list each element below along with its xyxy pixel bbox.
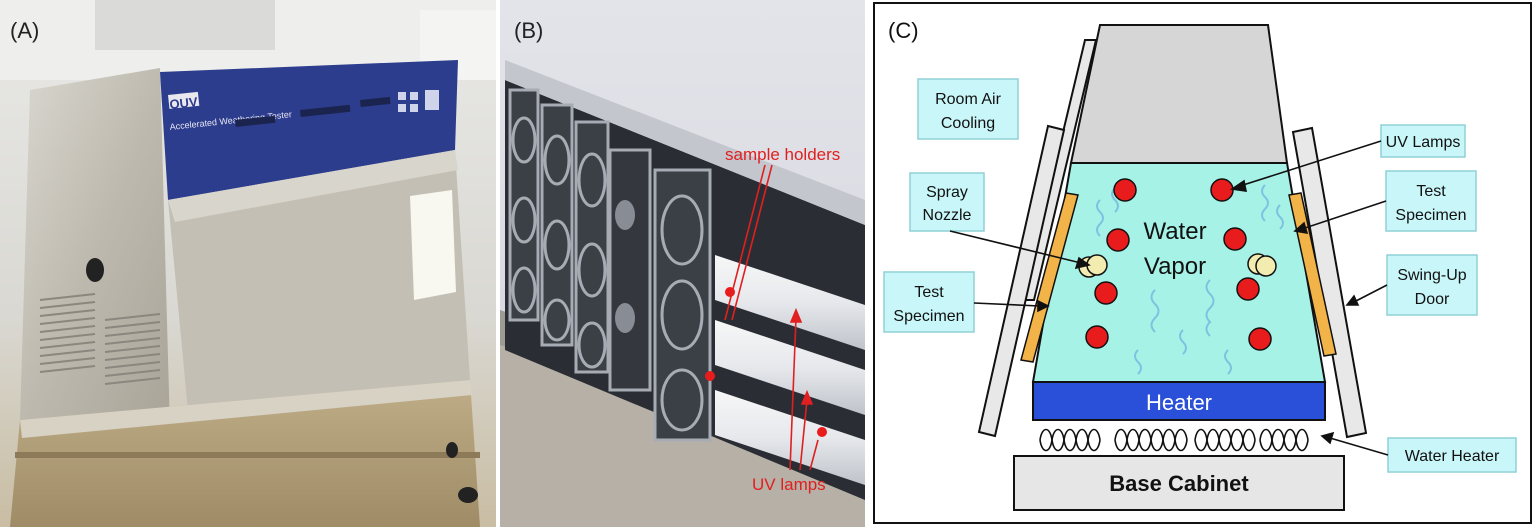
panel-b-label: (B) — [514, 18, 543, 43]
test-specimen-right-line1: Test — [1416, 183, 1446, 200]
top-lid — [1069, 24, 1289, 164]
panel-c-diagram: (C) — [873, 2, 1532, 524]
knob — [86, 258, 104, 282]
heater — [1032, 381, 1326, 421]
swing-up-door-left — [977, 124, 1066, 438]
annotation-arrows — [724, 164, 819, 471]
test-specimen-right-box — [1385, 170, 1477, 232]
sample-holders — [508, 88, 712, 442]
uv-lamps-photo-label: UV lamps — [752, 475, 826, 494]
spray-nozzle-box — [909, 172, 985, 232]
room-air-cooling-line1: Room Air — [935, 91, 1001, 108]
vent-louvers — [39, 293, 161, 385]
swing-up-door-line2: Door — [1415, 291, 1450, 308]
pointer-arrows — [949, 140, 1389, 456]
base-cabinet — [1013, 455, 1345, 511]
label-boxes — [883, 78, 1517, 473]
room-air-cooling-box — [917, 78, 1019, 140]
uv-lamps — [1085, 178, 1272, 351]
water-vapor-line1: Water — [1143, 218, 1206, 245]
test-specimen-right-line2: Specimen — [1395, 207, 1466, 224]
room-air-cooling-line2: Cooling — [941, 115, 995, 132]
label-texts: Room Air Cooling UV Lamps Spray Nozzle T… — [893, 91, 1500, 465]
spray-nozzle-line2: Nozzle — [923, 207, 972, 224]
water-heater-coils — [1039, 428, 1309, 452]
base-cabinet-label: Base Cabinet — [1109, 471, 1249, 496]
spray-nozzle-line1: Spray — [926, 184, 968, 201]
test-specimen-left — [1020, 192, 1079, 363]
heater-label: Heater — [1146, 390, 1212, 415]
test-specimen-left-box — [883, 271, 975, 333]
control-panel — [160, 60, 458, 200]
test-specimen-left-line2: Specimen — [893, 308, 964, 325]
spray-nozzles — [1078, 253, 1277, 278]
water-vapor-line2: Vapor — [1144, 253, 1206, 280]
vapor-wisps — [1096, 184, 1284, 375]
uv-lamp-tubes — [715, 255, 865, 485]
test-specimen-left-line1: Test — [914, 284, 944, 301]
test-specimen-right — [1288, 192, 1337, 357]
panel-a-photo: QUV Accelerated Weathering Tester (A) — [0, 0, 500, 527]
label-sticker — [410, 190, 456, 300]
panel-c-label: (C) — [888, 18, 919, 43]
brand-logo: QUV — [169, 94, 199, 112]
sample-holders-label: sample holders — [725, 145, 840, 164]
water-heater-label: Water Heater — [1405, 448, 1500, 465]
panel-a-label: (A) — [10, 18, 39, 43]
panel-b-photo: sample holders UV lamps (B) — [500, 0, 865, 527]
uv-lamps-label: UV Lamps — [1386, 134, 1461, 151]
swing-up-door-line1: Swing-Up — [1397, 267, 1466, 284]
water-heater-box — [1387, 437, 1517, 473]
